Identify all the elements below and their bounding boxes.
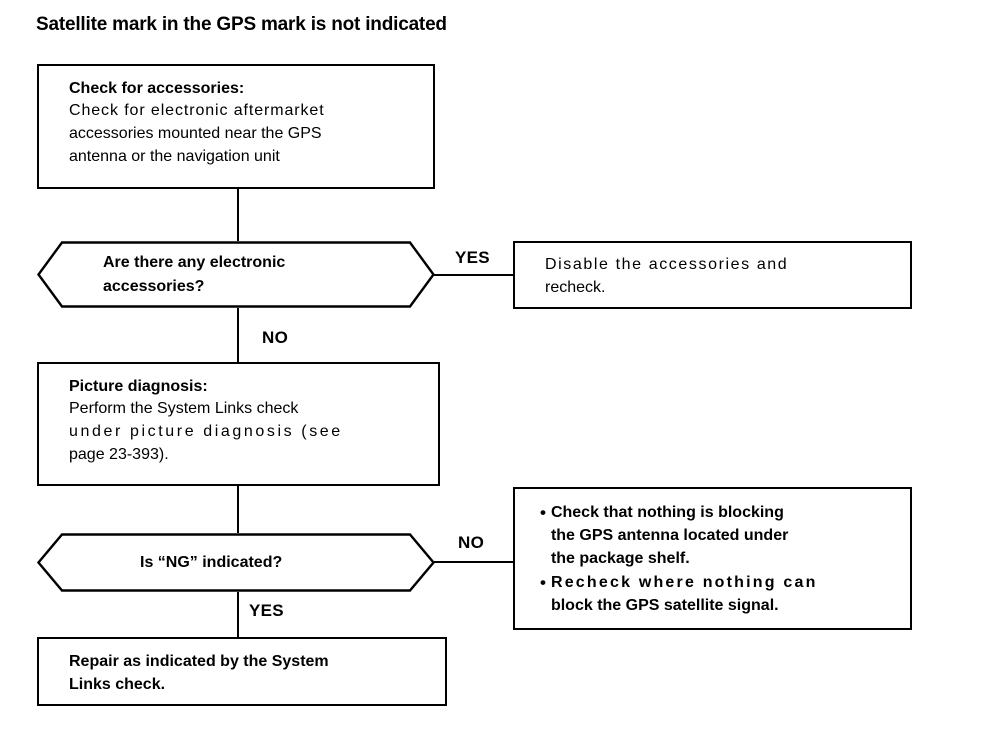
node-check-for-accessories-content: Check for accessories: Check for electro… [39, 66, 433, 178]
blocking-checks-b1-line-2: the GPS antenna located under [550, 527, 789, 545]
node-check-for-accessories-line-3: antenna or the navigation unit [69, 147, 280, 165]
node-decision-electronic-accessories: Are there any electronic accessories? [37, 241, 435, 308]
node-picture-diagnosis-content: Picture diagnosis: Perform the System Li… [39, 364, 438, 476]
node-disable-accessories-line-1: Disable the accessories and [545, 256, 789, 273]
list-item-text: Recheck where nothing can block the GPS … [551, 571, 818, 617]
node-repair-as-indicated-content: Repair as indicated by the System Links … [39, 639, 445, 706]
node-decision-electronic-accessories-line-1: Are there any electronic [103, 254, 286, 272]
blocking-checks-b2-line-2: block the GPS satellite signal. [550, 596, 779, 614]
node-picture-diagnosis-line-2: under picture diagnosis (see [69, 422, 343, 440]
node-picture-diagnosis-heading: Picture diagnosis: [69, 378, 208, 395]
node-picture-diagnosis-line-1: Perform the System Links check [69, 400, 299, 418]
connector-box1-to-decision1 [237, 189, 239, 241]
node-check-for-accessories: Check for accessories: Check for electro… [37, 64, 435, 189]
node-repair-as-indicated: Repair as indicated by the System Links … [37, 637, 447, 706]
node-disable-accessories-content: Disable the accessories and recheck. [515, 243, 910, 309]
blocking-checks-b1-line-3: the package shelf. [550, 550, 690, 568]
node-picture-diagnosis: Picture diagnosis: Perform the System Li… [37, 362, 440, 486]
connector-box2-to-decision2 [237, 486, 239, 533]
page-title: Satellite mark in the GPS mark is not in… [36, 14, 447, 35]
node-decision-ng-indicated-label: Is “NG” indicated? [37, 533, 435, 592]
edge-label-decision2-yes: YES [249, 601, 284, 620]
node-decision-ng-indicated: Is “NG” indicated? [37, 533, 435, 592]
node-disable-accessories: Disable the accessories and recheck. [513, 241, 912, 309]
connector-decision2-yes [237, 592, 239, 637]
node-check-for-accessories-line-1: Check for electronic aftermarket [69, 102, 325, 120]
node-picture-diagnosis-line-3: page 23-393). [69, 445, 169, 463]
edge-label-decision2-no: NO [458, 533, 485, 552]
list-item-text: Check that nothing is blocking the GPS a… [551, 501, 788, 571]
blocking-checks-b1-line-1: Check that nothing is blocking [550, 504, 784, 521]
connector-decision1-no [237, 308, 239, 362]
edge-label-decision1-no: NO [262, 328, 289, 347]
node-decision-ng-indicated-line-1: Is “NG” indicated? [140, 553, 283, 571]
connector-decision2-no [434, 561, 514, 563]
node-repair-as-indicated-line-2: Links check. [69, 675, 166, 693]
connector-decision1-yes [434, 274, 514, 276]
list-item: • Check that nothing is blocking the GPS… [540, 501, 900, 571]
node-check-for-accessories-line-2: accessories mounted near the GPS [69, 124, 322, 142]
node-disable-accessories-line-2: recheck. [545, 278, 606, 296]
blocking-checks-b2-line-1: Recheck where nothing can [550, 573, 818, 591]
node-blocking-checks: • Check that nothing is blocking the GPS… [513, 487, 912, 630]
edge-label-decision1-yes: YES [455, 248, 490, 267]
node-repair-as-indicated-line-1: Repair as indicated by the System [69, 653, 329, 670]
node-decision-electronic-accessories-line-2: accessories? [103, 277, 205, 295]
node-decision-electronic-accessories-label: Are there any electronic accessories? [37, 241, 435, 308]
bullet-icon: • [540, 572, 546, 592]
bullet-icon: • [540, 503, 546, 522]
list-item: • Recheck where nothing can block the GP… [540, 571, 900, 617]
node-check-for-accessories-heading: Check for accessories: [69, 80, 245, 97]
node-blocking-checks-content: • Check that nothing is blocking the GPS… [515, 489, 910, 627]
